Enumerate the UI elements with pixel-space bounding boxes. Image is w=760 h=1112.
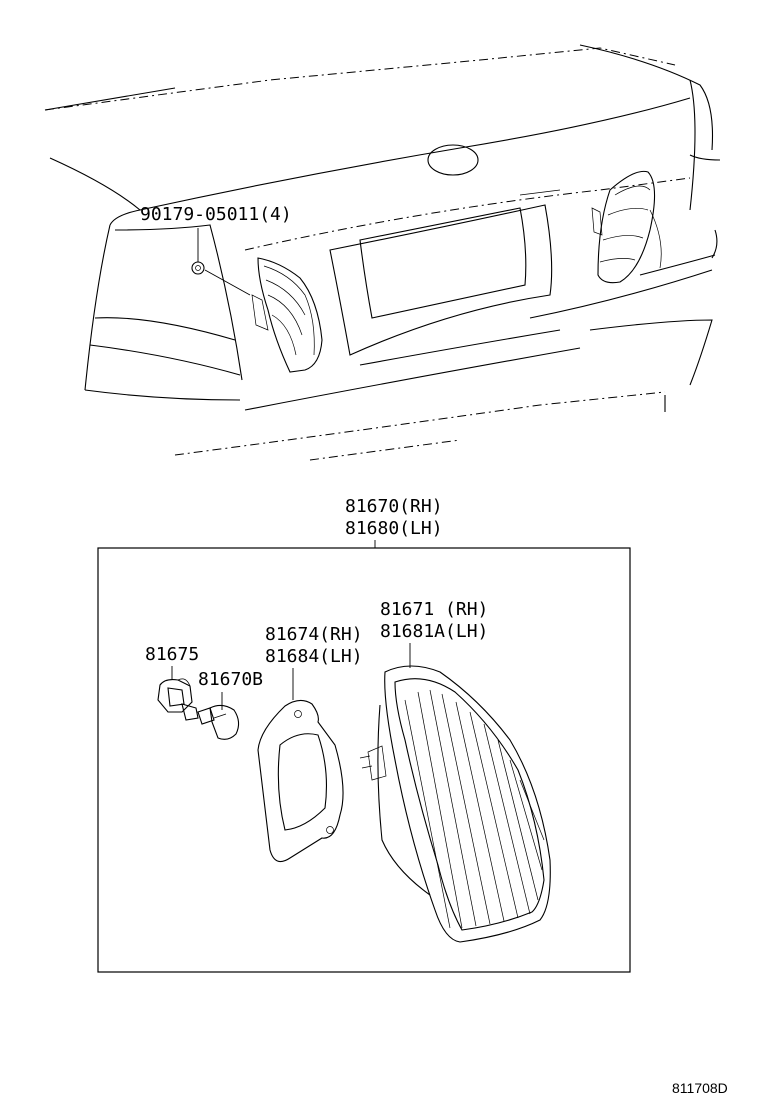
lens-housing-drawing <box>359 665 551 943</box>
label-socket: 81675 <box>145 644 199 665</box>
label-bulb: 81670B <box>198 669 263 690</box>
vehicle-license-lamp-right <box>591 170 656 284</box>
socket-drawing <box>157 678 199 721</box>
clip-icon <box>191 261 205 275</box>
label-gasket-rh: 81674(RH) <box>265 624 363 645</box>
vehicle-license-lamp-left <box>251 257 323 373</box>
diagram-code: 811708D <box>672 1080 728 1096</box>
label-assembly-rh: 81670(RH) <box>345 496 443 517</box>
label-clip-part-number: 90179-05011(4) <box>140 204 292 225</box>
label-lens-lh: 81681A(LH) <box>380 621 488 642</box>
label-gasket-lh: 81684(LH) <box>265 646 363 667</box>
label-lens-rh: 81671 (RH) <box>380 599 488 620</box>
vehicle-rear-illustration <box>44 44 721 461</box>
assembly-frame <box>97 547 631 973</box>
bulb-drawing <box>197 704 240 740</box>
gasket-drawing <box>257 699 344 863</box>
label-assembly-lh: 81680(LH) <box>345 518 443 539</box>
